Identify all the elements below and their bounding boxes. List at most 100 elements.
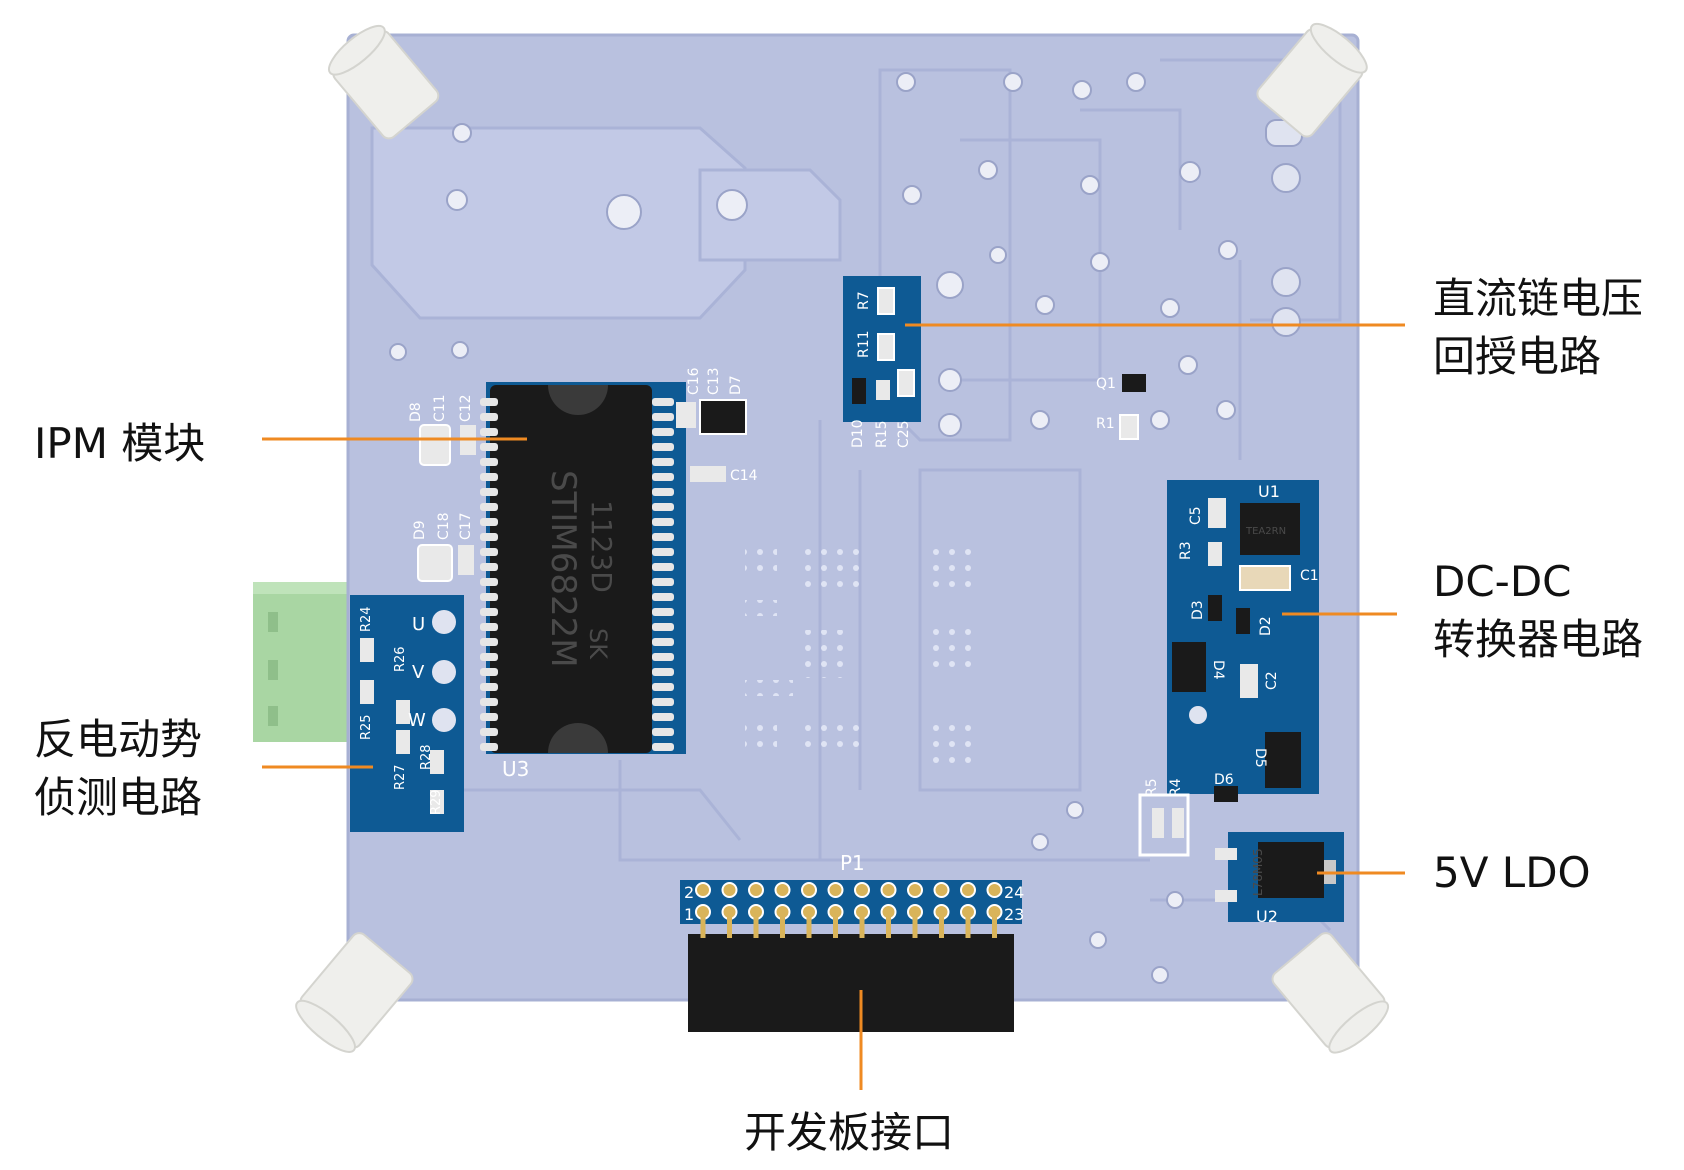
- silk-p1-pin24: 24: [1004, 883, 1024, 902]
- label-ldo-line-1: 5V LDO: [1433, 848, 1591, 897]
- silk-d2: D2: [1258, 616, 1274, 636]
- header-pin: [854, 882, 870, 898]
- label-dclink: 直流链电压 回授电路: [1433, 270, 1643, 386]
- silk-c25: C25: [896, 420, 912, 448]
- dcdc-board: [1167, 480, 1319, 794]
- silk-c13: C13: [706, 367, 722, 395]
- silk-c18: C18: [436, 512, 452, 540]
- standoff-bottom-right: [1271, 932, 1390, 1054]
- ipm-pin: [652, 683, 674, 691]
- ipm-pin: [480, 578, 498, 586]
- ipm-part-number: STIM6822M: [543, 470, 583, 668]
- silk-d3: D3: [1190, 600, 1206, 620]
- ipm-pin: [652, 563, 674, 571]
- silk-r27: R27: [393, 764, 408, 790]
- header-pin: [960, 882, 976, 898]
- silk-q1: Q1: [1096, 376, 1116, 392]
- silk-c2: C2: [1264, 671, 1280, 690]
- silk-r28: R28: [419, 744, 434, 770]
- label-header: 开发板接口: [744, 1104, 954, 1162]
- ipm-pin: [652, 413, 674, 421]
- ipm-pin: [652, 728, 674, 736]
- header-pins: [695, 882, 1003, 938]
- silk-c16: C16: [686, 367, 702, 395]
- ipm-pin: [480, 593, 498, 601]
- silk-r3: R3: [1178, 541, 1194, 560]
- ipm-pin: [652, 668, 674, 676]
- silk-u3: U3: [502, 757, 529, 781]
- ipm-pin: [480, 743, 498, 751]
- header-pin: [827, 882, 844, 898]
- label-ipm: IPM 模块: [34, 415, 205, 473]
- header-pin: [907, 882, 923, 898]
- ipm-pin: [652, 428, 674, 436]
- silk-phase-w: W: [408, 710, 426, 731]
- silk-u2: U2: [1256, 907, 1278, 926]
- u2-marking: L78M05: [1251, 848, 1265, 896]
- leader-lines: [262, 323, 1405, 1090]
- silk-d8: D8: [408, 402, 424, 422]
- silk-d5: D5: [1252, 748, 1268, 768]
- header-pin: [774, 882, 791, 898]
- ipm-pin: [480, 713, 498, 721]
- ipm-pins: [480, 398, 674, 751]
- silk-c5: C5: [1188, 506, 1204, 525]
- header-pin: [721, 882, 738, 898]
- ipm-pin: [652, 473, 674, 481]
- ipm-pin: [652, 743, 674, 751]
- silk-d6: D6: [1214, 772, 1234, 788]
- silk-p1-pin23: 23: [1004, 905, 1024, 924]
- silk-d7: D7: [728, 375, 744, 395]
- silk-r1: R1: [1096, 416, 1115, 432]
- silk-r7: R7: [856, 291, 872, 310]
- terminal-block: [253, 582, 355, 742]
- label-dclink-line-1: 直流链电压: [1433, 274, 1644, 323]
- silk-c14: C14: [730, 468, 758, 484]
- ipm-pin: [480, 548, 498, 556]
- ipm-pin: [652, 593, 674, 601]
- ipm-date-code: 1123D: [585, 500, 618, 593]
- u1-marking: TEA2RN: [1245, 526, 1286, 537]
- via-arrays: [745, 540, 978, 763]
- silk-r4: R4: [1168, 778, 1184, 797]
- ipm-pin: [652, 518, 674, 526]
- ipm-pin: [652, 548, 674, 556]
- standoff-top-right: [1256, 23, 1368, 138]
- silk-r11: R11: [856, 330, 872, 358]
- ipm-pin: [480, 488, 498, 496]
- silk-d4: D4: [1210, 660, 1226, 680]
- ipm-pin: [652, 623, 674, 631]
- label-dcdc-line-2: 转换器电路: [1433, 615, 1644, 664]
- ipm-pin: [652, 698, 674, 706]
- ipm-pin: [480, 668, 498, 676]
- ipm-pin: [652, 653, 674, 661]
- silk-p1: P1: [840, 851, 865, 875]
- header-pin: [880, 882, 897, 898]
- ipm-pin: [480, 473, 498, 481]
- header-pin: [986, 882, 1003, 898]
- silk-c17: C17: [458, 512, 474, 540]
- silk-u1: U1: [1258, 482, 1280, 501]
- silk-d10: D10: [850, 419, 866, 448]
- ipm-pin: [652, 503, 674, 511]
- silk-r5: R5: [1144, 778, 1160, 797]
- silk-c11: C11: [432, 394, 448, 422]
- label-dcdc-line-1: DC-DC: [1433, 557, 1572, 606]
- silk-r26: R26: [393, 646, 408, 672]
- ipm-pin: [480, 533, 498, 541]
- silk-c12: C12: [458, 394, 474, 422]
- header-p1: [680, 880, 1022, 1032]
- label-bemf-line-1: 反电动势: [34, 715, 203, 764]
- ipm-pin: [480, 413, 498, 421]
- silk-phase-u: U: [412, 614, 425, 635]
- ipm-pin: [480, 698, 498, 706]
- header-pin: [748, 882, 764, 898]
- vias: [389, 72, 1238, 984]
- dclink-sense-board: [843, 276, 921, 422]
- silk-r15: R15: [874, 420, 890, 448]
- ipm-module: [486, 382, 686, 754]
- ipm-pin: [480, 728, 498, 736]
- ic-markings: STIM6822M 1123D SK TEA2RN L78M05: [543, 470, 1286, 896]
- silk-r24: R24: [359, 606, 374, 632]
